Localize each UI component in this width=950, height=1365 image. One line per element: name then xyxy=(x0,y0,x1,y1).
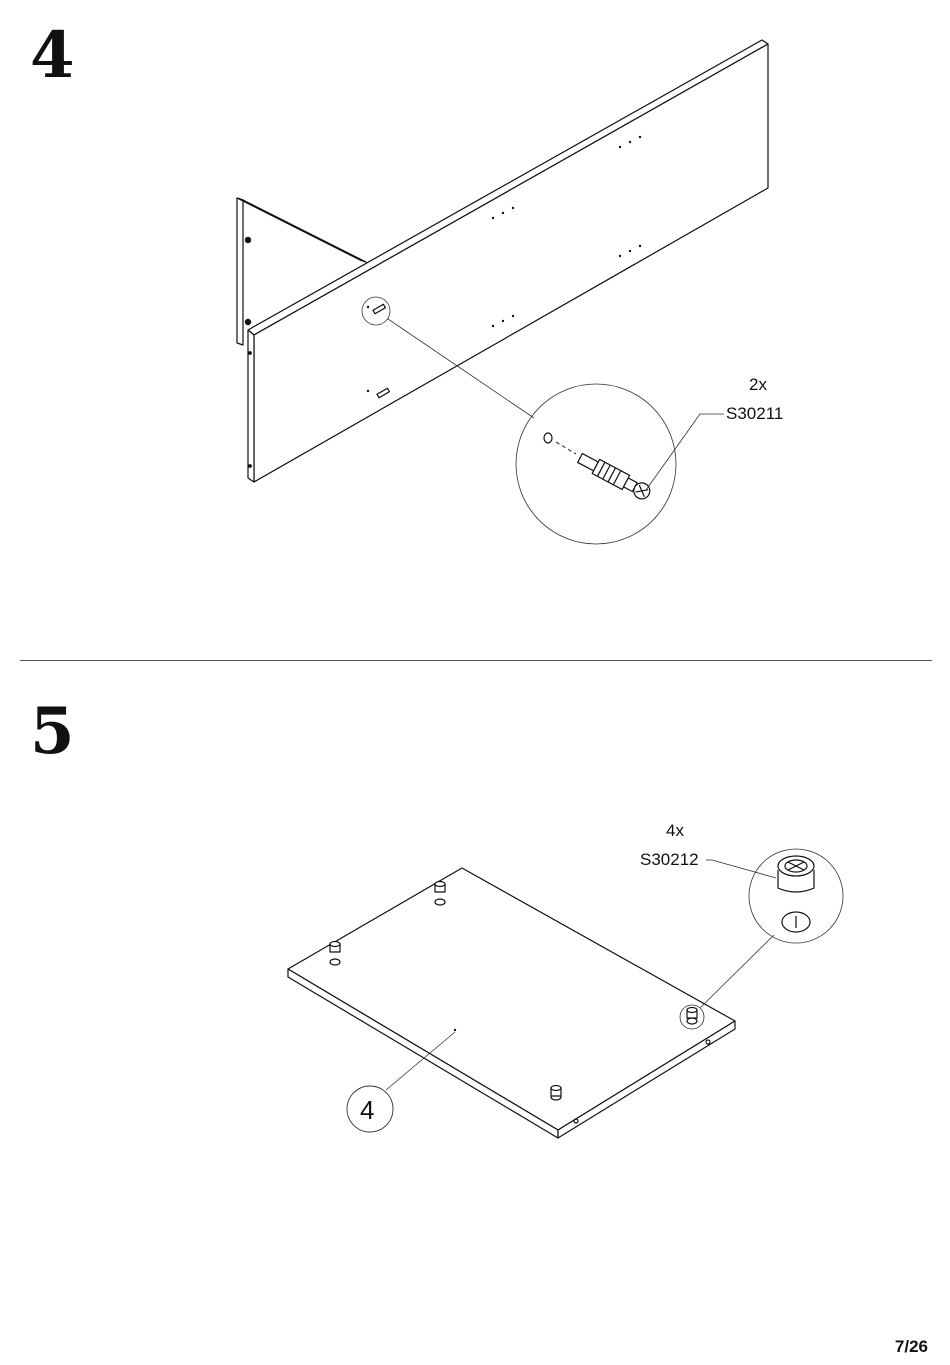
step5-part-code: S30212 xyxy=(640,850,699,870)
page-number: 7/26 xyxy=(895,1337,928,1357)
step5-quantity: 4x xyxy=(666,821,684,841)
step4-quantity: 2x xyxy=(749,375,767,395)
step4-part-code: S30211 xyxy=(726,404,783,424)
panel-label: 4 xyxy=(360,1095,374,1126)
step4-long-panel xyxy=(248,40,768,482)
cam-lock-4 xyxy=(687,1008,697,1025)
cam-lock-3 xyxy=(551,1086,561,1101)
cam-bolt-icon xyxy=(544,433,653,502)
cam-lock-detail-icon xyxy=(778,856,814,932)
